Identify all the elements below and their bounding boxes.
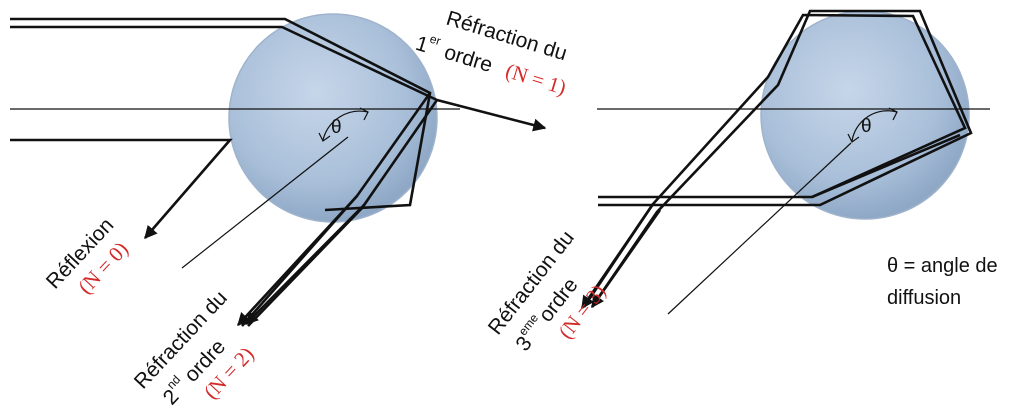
- right-theta-symbol: θ: [861, 116, 872, 137]
- incident-ray-right-b: [590, 9, 973, 308]
- label-first-order-sup: er: [428, 32, 442, 49]
- ray-third-order-out-b: [590, 209, 662, 309]
- right-theta-arc-arrow-a: [847, 133, 860, 143]
- ray-second-order-out-a: [237, 195, 358, 326]
- label-first-order-n: (N = 1): [503, 58, 569, 99]
- left-theta-arc-arrow-a: [318, 132, 331, 142]
- left-drop-group: θ: [10, 13, 547, 327]
- label-third-order: Réfraction du 3 eme ordre (N = 3): [484, 226, 611, 355]
- right-scatter-reference-line: [667, 142, 852, 315]
- legend-line2: diffusion: [887, 287, 961, 309]
- internal-ray-right: [811, 133, 961, 199]
- legend-line1: θ = angle de: [887, 255, 998, 277]
- right-theta-arc-arrow-b: [888, 107, 898, 121]
- incident-ray-top-b: [10, 25, 438, 102]
- left-theta-arc: [322, 110, 369, 141]
- right-theta-arc: [851, 110, 898, 142]
- label-second-order: Réfraction du 2 nd ordre (N = 2): [130, 286, 259, 409]
- left-scatter-reference-line: [181, 136, 349, 269]
- incident-ray-reflection: [10, 138, 233, 239]
- right-drop-group: θ: [580, 9, 990, 315]
- label-reflection: Réflexion (N = 0): [42, 214, 133, 299]
- right-water-drop: [760, 10, 970, 220]
- left-theta-arc-arrow-b: [359, 107, 369, 121]
- label-first-order: Réfraction du 1 er ordre (N = 1): [413, 7, 570, 100]
- ray-first-order-out: [436, 98, 547, 132]
- ray-second-order-out-b: [245, 203, 366, 325]
- ray-third-order-out-a: [580, 203, 655, 310]
- label-first-order-word: ordre: [442, 41, 496, 77]
- left-theta-symbol: θ: [331, 117, 342, 138]
